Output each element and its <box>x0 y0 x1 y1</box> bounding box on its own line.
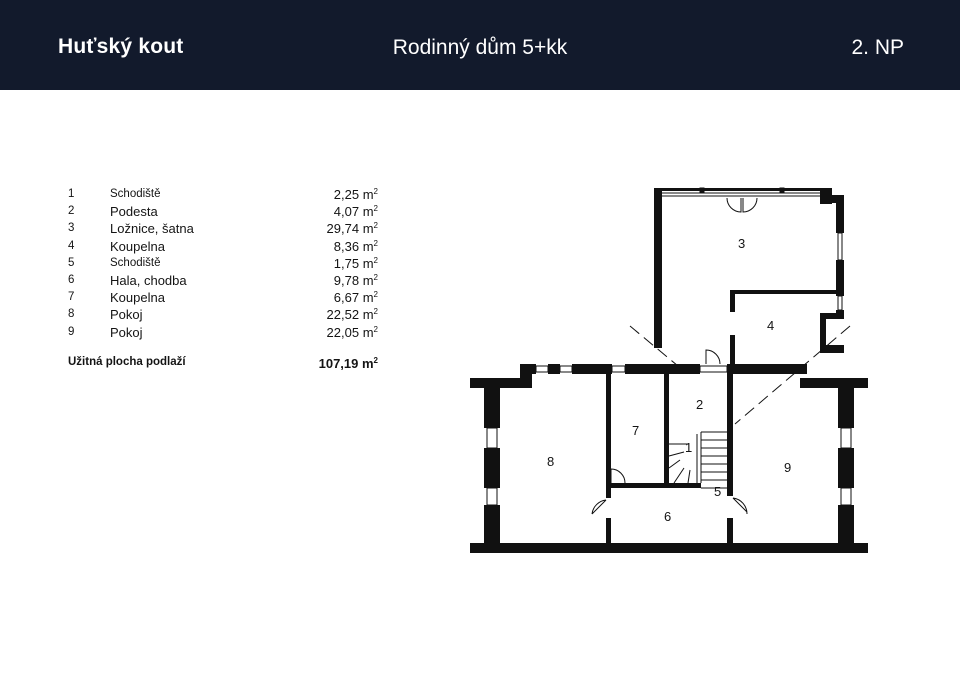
page-title: Rodinný dům 5+kk <box>392 36 568 59</box>
room-label-7: 7 <box>632 423 639 438</box>
room-area: 9,78 m2 <box>333 272 378 288</box>
room-number: 9 <box>68 325 75 338</box>
room-name: Koupelna <box>110 238 165 254</box>
room-area: 22,52 m2 <box>326 307 378 323</box>
header-bar: Huťský kout Rodinný dům 5+kk 2. NP <box>0 0 960 90</box>
room-area: 22,05 m2 <box>326 324 378 340</box>
room-row: 4 Koupelna 8,36 m2 <box>68 238 378 255</box>
floor-plan: 1 2 3 4 5 6 7 8 9 <box>470 187 868 553</box>
room-label-1: 1 <box>685 440 692 455</box>
room-number: 7 <box>68 291 75 304</box>
room-row: 8 Pokoj 22,52 m2 <box>68 306 378 323</box>
room-label-8: 8 <box>547 454 554 469</box>
total-area: 107,19 m2 <box>318 356 378 371</box>
room-name: Pokoj <box>110 324 143 340</box>
room-number: 4 <box>68 239 75 252</box>
room-row: 3 Ložnice, šatna 29,74 m2 <box>68 220 378 237</box>
room-list: 1 Schodiště 2,25 m2 2 Podesta 4,07 m2 3 … <box>68 186 378 341</box>
room-area: 6,67 m2 <box>333 290 378 306</box>
room-name: Hala, chodba <box>110 272 187 288</box>
room-name: Podesta <box>110 204 158 220</box>
room-label-3: 3 <box>738 236 745 251</box>
walls <box>470 188 868 553</box>
room-area: 4,07 m2 <box>333 204 378 220</box>
room-label-5: 5 <box>714 484 721 499</box>
room-row: 6 Hala, chodba 9,78 m2 <box>68 272 378 289</box>
total-area-row: Užitná plocha podlaží 107,19 m2 <box>68 356 378 374</box>
floor-label: 2. NP <box>851 36 904 59</box>
room-name: Ložnice, šatna <box>110 221 194 237</box>
room-number: 5 <box>68 256 75 269</box>
room-number: 2 <box>68 205 75 218</box>
room-area: 29,74 m2 <box>326 221 378 237</box>
room-area: 8,36 m2 <box>333 238 378 254</box>
doors <box>591 197 758 515</box>
room-name: Schodiště <box>110 188 161 200</box>
room-name: Schodiště <box>110 256 161 269</box>
room-row: 5 Schodiště 1,75 m2 <box>68 255 378 272</box>
section-lines <box>629 325 851 425</box>
room-label-9: 9 <box>784 460 791 475</box>
room-number: 3 <box>68 222 75 235</box>
room-row: 1 Schodiště 2,25 m2 <box>68 186 378 203</box>
room-number: 8 <box>68 308 75 321</box>
room-row: 9 Pokoj 22,05 m2 <box>68 324 378 341</box>
room-row: 2 Podesta 4,07 m2 <box>68 203 378 220</box>
room-label-6: 6 <box>664 509 671 524</box>
room-row: 7 Koupelna 6,67 m2 <box>68 289 378 306</box>
brand-name: Huťský kout <box>58 35 184 58</box>
room-label-4: 4 <box>767 318 774 333</box>
room-area: 1,75 m2 <box>333 255 378 271</box>
windows <box>486 187 852 506</box>
total-label: Užitná plocha podlaží <box>68 356 186 368</box>
room-number: 1 <box>68 188 75 200</box>
room-label-2: 2 <box>696 397 703 412</box>
room-area: 2,25 m2 <box>333 187 378 202</box>
room-labels: 1 2 3 4 5 6 7 8 9 <box>547 236 791 524</box>
room-name: Koupelna <box>110 290 165 306</box>
room-number: 6 <box>68 273 75 286</box>
stairs <box>668 431 727 489</box>
room-name: Pokoj <box>110 307 143 323</box>
